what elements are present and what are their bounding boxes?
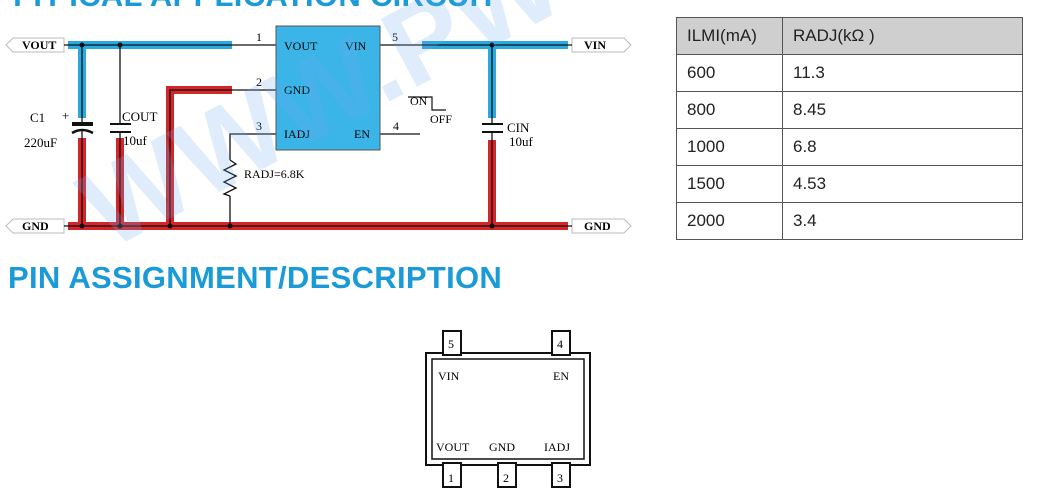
- circuit-wires: [64, 44, 572, 227]
- package-pin-3-number: 3: [557, 471, 563, 485]
- table-row: 600 11.3: [676, 54, 1023, 92]
- package-vin-label: VIN: [438, 369, 460, 383]
- ilmi-cell: 2000: [676, 202, 783, 240]
- ic-pin-vin-label: VIN: [345, 39, 367, 53]
- vout-net-label: VOUT: [22, 38, 56, 52]
- c1-name: C1: [30, 110, 45, 125]
- pin-number-3: 3: [256, 119, 262, 133]
- table-header-row: ILMI(mA) RADJ(kΩ ): [676, 17, 1023, 55]
- ic-pin-iadj-label: IADJ: [284, 127, 310, 141]
- radj-cell: 3.4: [782, 202, 1023, 240]
- package-pin-2-number: 2: [503, 471, 509, 485]
- cout-capacitor: [110, 123, 131, 133]
- c1-plus: +: [62, 108, 69, 123]
- package-vout-label: VOUT: [436, 440, 470, 454]
- pin-number-4: 4: [393, 119, 399, 133]
- pin-number-1: 1: [256, 30, 262, 44]
- cout-name: COUT: [122, 109, 157, 124]
- ilmi-cell: 1000: [676, 128, 783, 166]
- ilmi-cell: 800: [676, 91, 783, 129]
- package-body-inner: [431, 358, 585, 460]
- package-pinout: 5 4 1 2 3 VIN EN VOUT GND IADJ: [425, 330, 591, 488]
- pin-assignment-heading: PIN ASSIGNMENT/DESCRIPTION: [8, 260, 503, 295]
- application-circuit: VOUT GND VIN GND: [5, 25, 632, 234]
- radj-cell: 6.8: [782, 128, 1023, 166]
- package-pin-3: [551, 462, 571, 488]
- table-row: 2000 3.4: [676, 202, 1023, 240]
- cin-name: CIN: [507, 120, 530, 135]
- c1-value: 220uF: [24, 135, 57, 150]
- cin-value: 10uf: [509, 134, 534, 149]
- cout-value: 10uf: [123, 133, 148, 148]
- gnd-right-net-tag: [571, 218, 632, 234]
- package-en-label: EN: [553, 369, 569, 383]
- table-row: 1500 4.53: [676, 165, 1023, 203]
- vin-net-label: VIN: [584, 38, 606, 52]
- table-row: 1000 6.8: [676, 128, 1023, 166]
- vin-net-tag: [571, 37, 632, 53]
- radj-resistor: [222, 159, 238, 197]
- junction-dots: [79, 42, 495, 229]
- ic-pin-gnd-label: GND: [284, 83, 310, 97]
- typical-application-heading: TYPICAL APPLICATION CIRCUIT: [8, 0, 498, 14]
- radj-cell: 4.53: [782, 165, 1023, 203]
- package-pin-1: [442, 462, 462, 488]
- package-body-outer: [425, 352, 591, 466]
- gnd-left-net-label: GND: [22, 219, 49, 233]
- radj-label: RADJ=6.8K: [244, 167, 305, 181]
- ilmi-cell: 1500: [676, 165, 783, 203]
- c1-capacitor: [71, 122, 94, 135]
- package-pin-2: [497, 462, 517, 488]
- regulator-ic: [275, 25, 381, 151]
- package-gnd-label: GND: [489, 440, 515, 454]
- switch-on-label: ON: [410, 94, 428, 108]
- switch-off-label: OFF: [430, 112, 452, 126]
- ilmi-header: ILMI(mA): [676, 17, 783, 55]
- package-pin-4-number: 4: [557, 337, 563, 351]
- ic-pin-vout-label: VOUT: [284, 39, 318, 53]
- cin-capacitor: [482, 123, 503, 133]
- on-off-switch: [408, 96, 446, 111]
- package-pin-1-number: 1: [448, 471, 454, 485]
- gnd-right-net-label: GND: [584, 219, 611, 233]
- package-pin-5: [442, 330, 462, 356]
- pin-number-5: 5: [392, 30, 398, 44]
- table-row: 800 8.45: [676, 91, 1023, 129]
- package-pin-5-number: 5: [448, 337, 454, 351]
- ilmi-cell: 600: [676, 54, 783, 92]
- pin-number-2: 2: [256, 75, 262, 89]
- radj-selection-table: ILMI(mA) RADJ(kΩ ) 600 11.3 800 8.45 100…: [676, 17, 1023, 240]
- radj-header: RADJ(kΩ ): [782, 17, 1023, 55]
- package-iadj-label: IADJ: [544, 440, 570, 454]
- ic-pin-en-label: EN: [354, 127, 370, 141]
- package-pin-4: [551, 330, 571, 356]
- radj-cell: 8.45: [782, 91, 1023, 129]
- radj-cell: 11.3: [782, 54, 1023, 92]
